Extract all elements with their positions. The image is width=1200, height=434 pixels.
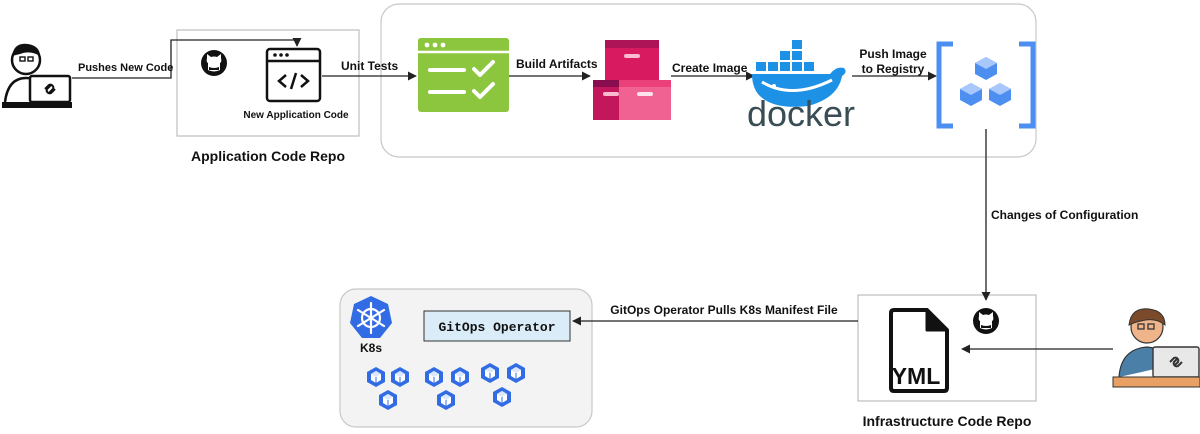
new-application-code-label: New Application Code — [243, 110, 349, 121]
github-icon — [973, 308, 999, 334]
gitops-operator-box — [423, 310, 571, 342]
gitops-pull-label: GitOps Operator Pulls K8s Manifest File — [610, 303, 838, 317]
push-code-arrow — [72, 37, 302, 79]
boxes-icon — [593, 40, 671, 120]
push-image-label-line2: to Registry — [862, 62, 925, 76]
yml-label: YML — [892, 363, 941, 389]
docker-whale-icon: docker — [747, 40, 855, 134]
pushes-new-code-label: Pushes New Code — [78, 62, 173, 74]
code-window-icon — [265, 47, 322, 103]
build-artifacts-label: Build Artifacts — [516, 57, 598, 71]
unit-tests-label: Unit Tests — [341, 59, 398, 73]
github-icon — [201, 50, 227, 76]
changes-of-configuration-label: Changes of Configuration — [991, 208, 1138, 222]
docker-wordmark: docker — [747, 93, 855, 134]
container-registry-icon — [936, 41, 1036, 129]
developer-laptop-icon — [2, 43, 72, 108]
k8s-label: K8s — [360, 341, 382, 355]
kubernetes-helm-icon — [350, 296, 392, 338]
ci-pipeline-box — [380, 3, 1037, 158]
yml-file-icon: YML — [889, 308, 949, 393]
infrastructure-code-repo-label: Infrastructure Code Repo — [863, 413, 1032, 429]
push-image-label-line1: Push Image — [859, 47, 927, 61]
gitops-operator-label: GitOps Operator — [438, 320, 555, 335]
developer-laptop-color-icon — [1112, 308, 1200, 388]
application-code-repo-label: Application Code Repo — [191, 148, 345, 164]
checklist-icon — [418, 38, 509, 112]
create-image-label: Create Image — [672, 61, 748, 75]
